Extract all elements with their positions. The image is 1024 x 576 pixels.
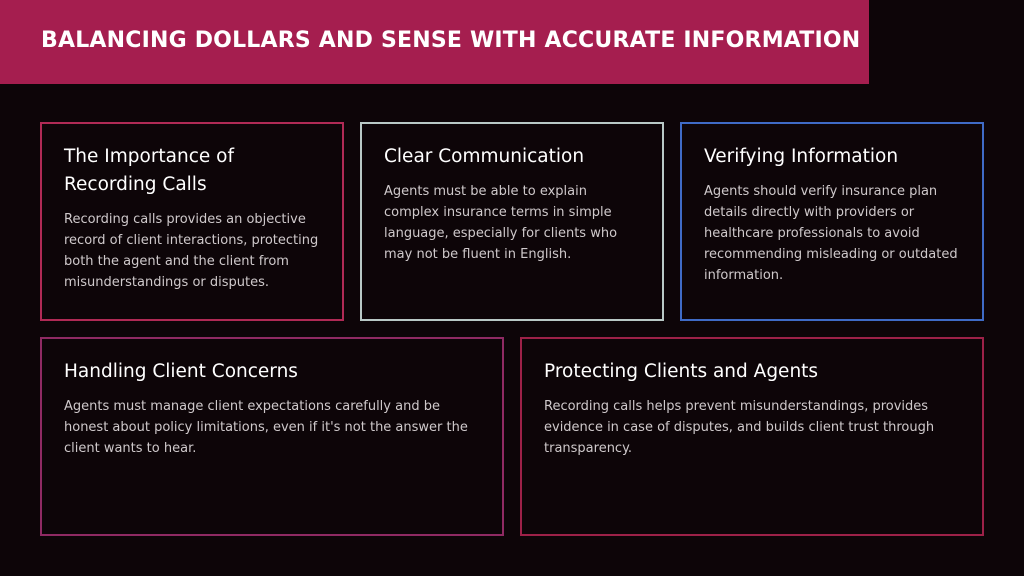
card-recording-calls: The Importance of Recording Calls Record… — [40, 122, 344, 321]
card-body: Agents must be able to explain complex i… — [384, 184, 618, 262]
card-clear-communication: Clear Communication Agents must be able … — [360, 122, 664, 321]
title-bar: BALANCING DOLLARS AND SENSE WITH ACCURAT… — [0, 0, 869, 84]
card-body: Recording calls helps prevent misunderst… — [544, 399, 935, 456]
card-handling-concerns: Handling Client Concerns Agents must man… — [40, 337, 504, 536]
card-heading: Clear Communication — [384, 146, 585, 167]
card-body: Agents should verify insurance plan deta… — [704, 184, 958, 283]
slide-title: BALANCING DOLLARS AND SENSE WITH ACCURAT… — [41, 28, 861, 53]
card-heading: Protecting Clients and Agents — [544, 361, 819, 382]
card-verifying-information: Verifying Information Agents should veri… — [680, 122, 984, 321]
card-protecting-clients: Protecting Clients and Agents Recording … — [520, 337, 984, 536]
card-body: Agents must manage client expectations c… — [64, 399, 468, 456]
card-heading: The Importance of Recording Calls — [64, 146, 235, 195]
card-heading: Handling Client Concerns — [64, 361, 298, 382]
card-body: Recording calls provides an objective re… — [64, 212, 319, 290]
card-heading: Verifying Information — [704, 146, 899, 167]
